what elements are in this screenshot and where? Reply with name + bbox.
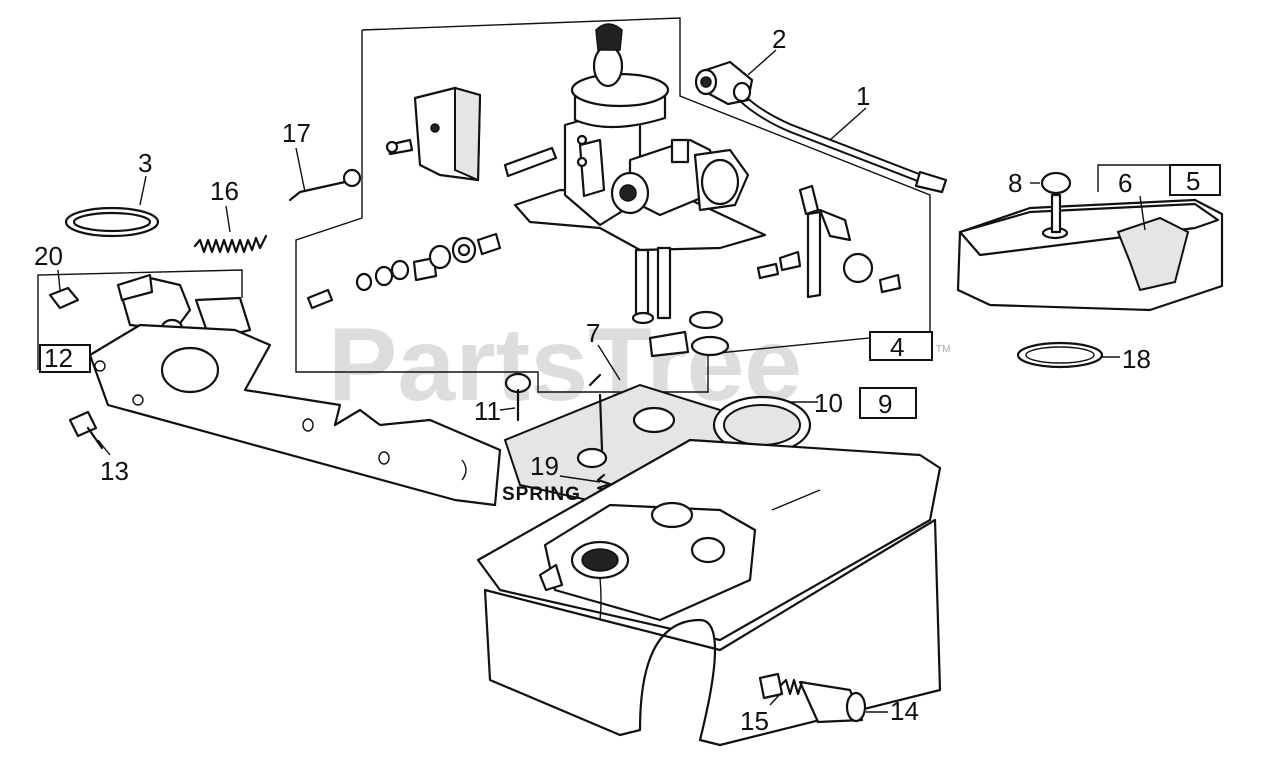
governor-group-bracket — [37, 269, 243, 370]
jet-assembly[interactable] — [306, 232, 502, 310]
label-spring: SPRING — [502, 484, 581, 505]
screw-11[interactable] — [504, 372, 532, 422]
label-9: 9 — [878, 389, 892, 419]
carburetor-body[interactable] — [513, 23, 767, 358]
label-12: 12 — [44, 343, 73, 373]
leader-2 — [747, 49, 777, 76]
needle-pin[interactable] — [503, 146, 558, 178]
leader-3 — [139, 175, 147, 206]
label-1: 1 — [856, 81, 870, 111]
screw-13[interactable] — [68, 410, 104, 450]
label-18: 18 — [1122, 344, 1151, 374]
fuel-outlet[interactable] — [758, 672, 867, 724]
label-box-12 — [39, 344, 91, 373]
label-4: 4 — [890, 332, 904, 362]
label-10: 10 — [814, 388, 843, 418]
governor-spring[interactable] — [193, 234, 268, 254]
watermark-tm: TM — [936, 344, 950, 355]
label-17: 17 — [282, 118, 311, 148]
label-2: 2 — [772, 24, 786, 54]
leader-6 — [1139, 195, 1146, 231]
label-box-5 — [1169, 164, 1221, 196]
ring-clip[interactable] — [64, 206, 160, 238]
watermark-text: PartsTree — [328, 307, 802, 423]
bowl-washer[interactable] — [690, 335, 730, 357]
label-7: 7 — [586, 318, 600, 348]
float-assembly[interactable] — [756, 184, 902, 299]
leader-20 — [57, 269, 61, 291]
label-box-9 — [859, 387, 917, 419]
label-20: 20 — [34, 241, 63, 271]
label-15: 15 — [740, 706, 769, 736]
leader-13 — [97, 439, 111, 456]
fuel-tube[interactable] — [737, 93, 948, 194]
leader-15 — [769, 691, 783, 706]
label-14: 14 — [890, 696, 919, 726]
label-8: 8 — [1008, 168, 1022, 198]
label-3: 3 — [138, 148, 152, 178]
label-16: 16 — [210, 176, 239, 206]
small-gasket[interactable] — [688, 310, 724, 330]
carburetor-group-bracket — [295, 17, 931, 393]
leader-1 — [829, 107, 867, 141]
leader-17 — [295, 147, 306, 193]
leader-7 — [597, 344, 621, 381]
label-19: 19 — [530, 451, 559, 481]
label-5: 5 — [1186, 166, 1200, 196]
choke-bracket[interactable] — [385, 86, 482, 182]
label-11: 11 — [474, 396, 501, 426]
label-6: 6 — [1118, 168, 1132, 198]
label-box-4 — [869, 331, 933, 361]
leader-19 — [559, 475, 601, 483]
label-13: 13 — [100, 456, 129, 486]
control-bracket-plate[interactable] — [88, 323, 502, 507]
leader-11 — [499, 407, 516, 411]
throttle-link[interactable] — [288, 168, 362, 202]
elbow-fitting[interactable] — [694, 60, 754, 106]
air-cleaner[interactable] — [956, 171, 1224, 312]
leader-16 — [225, 205, 231, 233]
